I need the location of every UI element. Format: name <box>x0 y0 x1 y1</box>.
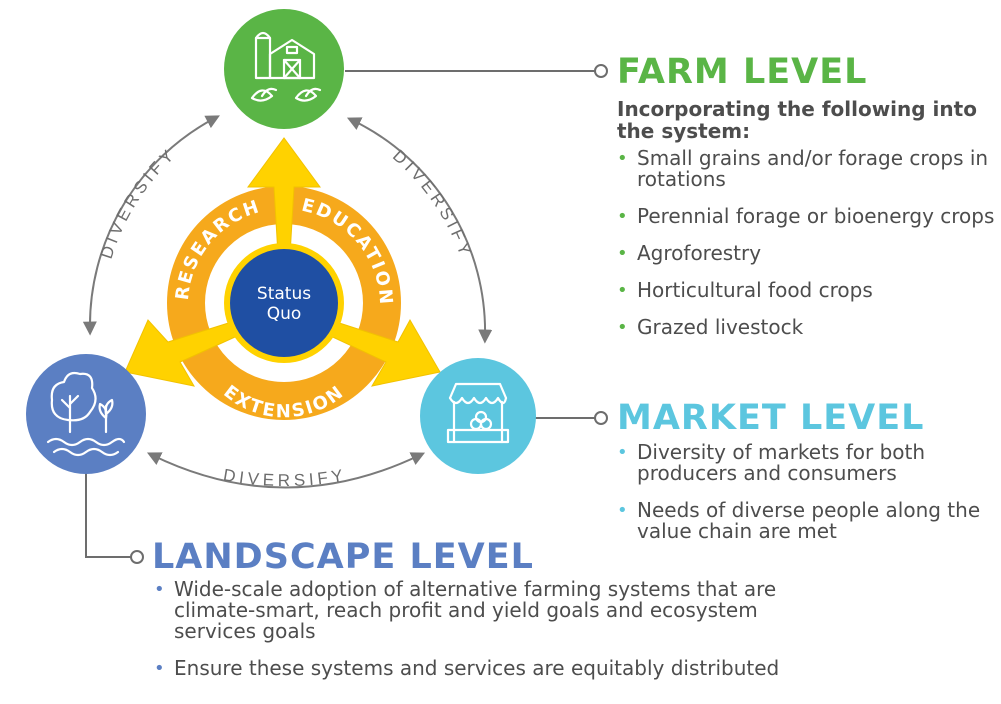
list-item: Agroforestry <box>617 243 997 265</box>
market-level-list: Diversity of markets for both producers … <box>617 442 1001 542</box>
farm-level-panel: FARM LEVEL Incorporating the following i… <box>617 52 997 354</box>
status-quo-line1: Status <box>257 284 311 304</box>
list-item: Small grains and/or forage crops in rota… <box>617 148 997 190</box>
market-level-panel: MARKET LEVEL Diversity of markets for bo… <box>617 398 1001 558</box>
landscape-level-list: Wide-scale adoption of alternative farmi… <box>154 579 972 680</box>
tree-water-icon <box>46 371 126 457</box>
list-item: Grazed livestock <box>617 317 997 339</box>
farm-level-subtitle: Incorporating the following into the sys… <box>617 97 977 143</box>
status-quo-line2: Quo <box>267 304 302 324</box>
arrow-to-market <box>321 318 441 387</box>
diversify-label-right: DIVERSIFY <box>389 146 476 261</box>
yellow-arrows <box>124 137 441 387</box>
farm-level-node <box>224 9 344 129</box>
list-item: Horticultural food crops <box>617 280 997 302</box>
list-item: Diversity of markets for both producers … <box>617 442 1001 484</box>
market-level-title: MARKET LEVEL <box>617 398 925 438</box>
diversify-label-left: DIVERSIFY <box>97 144 180 261</box>
market-level-node <box>420 358 536 474</box>
barn-silo-icon <box>250 31 322 102</box>
landscape-level-panel: LANDSCAPE LEVEL Wide-scale adoption of a… <box>152 537 972 695</box>
diversify-label-bottom: DIVERSIFY <box>222 465 348 490</box>
diversify-arrows <box>82 115 493 489</box>
list-item: Needs of diverse people along the value … <box>617 500 1001 542</box>
farm-level-list: Small grains and/or forage crops in rota… <box>617 148 997 339</box>
status-quo-circle: Status Quo <box>224 243 344 363</box>
connector-lines <box>85 64 608 564</box>
list-item: Ensure these systems and services are eq… <box>154 658 972 680</box>
landscape-level-node <box>26 354 146 474</box>
farm-level-title: FARM LEVEL <box>617 52 868 92</box>
landscape-level-title: LANDSCAPE LEVEL <box>152 537 534 577</box>
market-stall-icon <box>446 382 510 444</box>
list-item: Wide-scale adoption of alternative farmi… <box>154 579 814 642</box>
list-item: Perennial forage or bioenergy crops <box>617 206 997 228</box>
